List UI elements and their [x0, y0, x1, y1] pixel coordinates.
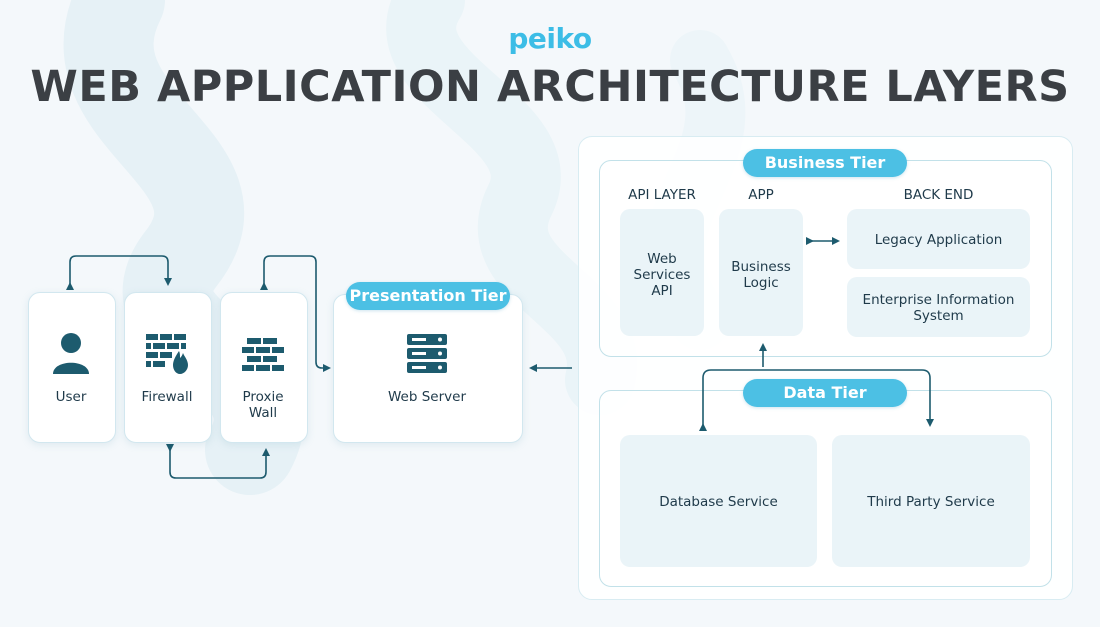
web-services-api-box	[620, 209, 704, 336]
business-logic-box	[719, 209, 803, 336]
firewall-icon	[146, 334, 188, 374]
third-party-service-label: Third Party Service	[867, 494, 995, 510]
web-services-api-label: Web Services API	[620, 251, 704, 299]
firewall-card	[124, 292, 212, 443]
legacy-application-label: Legacy Application	[874, 232, 1003, 248]
proxie-wall-label: Proxie Wall	[220, 389, 306, 421]
wsa-line-1: Web	[647, 251, 677, 267]
brick-wall-icon	[242, 338, 284, 371]
presentation-tier-pill: Presentation Tier	[346, 282, 510, 310]
business-logic-label: Business Logic	[719, 259, 803, 291]
app-header: APP	[748, 187, 774, 203]
user-icon	[53, 333, 89, 374]
back-end-header: BACK END	[903, 187, 974, 203]
brand-logo: peiko	[508, 22, 592, 55]
data-tier-pill: Data Tier	[743, 379, 907, 407]
database-service-box	[620, 435, 817, 567]
page-title: WEB APPLICATION ARCHITECTURE LAYERS	[30, 62, 1070, 112]
eis-line-2: System	[913, 308, 964, 324]
wsa-line-2: Services	[633, 267, 691, 283]
api-layer-header: API LAYER	[628, 187, 696, 203]
proxie-wall-line-2: Wall	[248, 405, 278, 421]
user-label: User	[55, 389, 87, 405]
wsa-line-3: API	[651, 283, 673, 299]
firewall-label: Firewall	[141, 389, 193, 405]
database-service-label: Database Service	[659, 494, 778, 510]
web-server-label: Web Server	[388, 389, 466, 405]
third-party-service-box	[832, 435, 1030, 567]
legacy-application-box	[847, 209, 1030, 269]
business-tier-pill: Business Tier	[743, 149, 907, 177]
proxie-wall-line-1: Proxie	[242, 389, 284, 405]
bl-line-2: Logic	[743, 275, 779, 291]
bl-line-1: Business	[731, 259, 791, 275]
enterprise-info-system-label: Enterprise Information System	[847, 292, 1030, 324]
eis-line-1: Enterprise Information	[862, 292, 1015, 308]
server-icon	[407, 334, 447, 373]
enterprise-info-system-box	[847, 277, 1030, 337]
